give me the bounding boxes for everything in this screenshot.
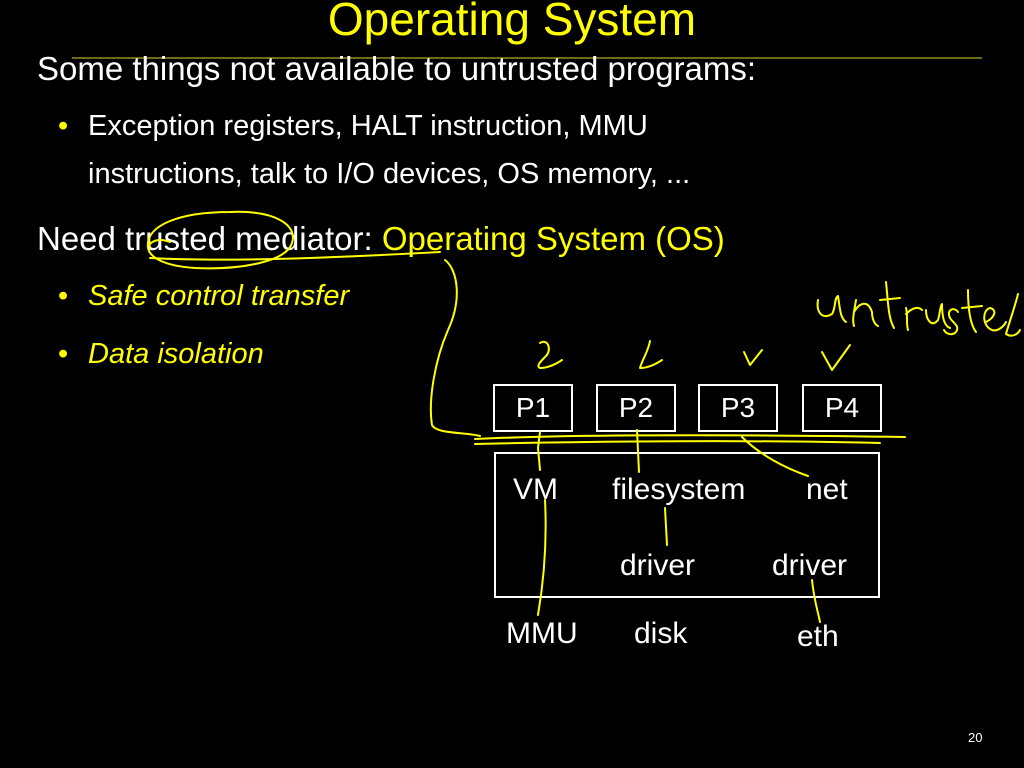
ink-check-p1 xyxy=(537,340,563,369)
ink-check-p3 xyxy=(743,349,763,366)
os-component-net-driver: driver xyxy=(772,549,848,582)
hardware-disk: disk xyxy=(634,617,688,650)
bullet-1-line-2: instructions, talk to I/O devices, OS me… xyxy=(88,158,691,190)
ink-line-p3-net xyxy=(741,436,809,477)
ink-trust-boundary-2 xyxy=(474,440,881,445)
bullet-1-marker: • xyxy=(58,110,69,142)
bullet-3-text: Data isolation xyxy=(88,338,264,370)
ink-line-fs-driver xyxy=(664,507,668,546)
bullet-2-marker: • xyxy=(58,280,69,312)
ink-check-p4 xyxy=(821,344,851,371)
os-kernel-box xyxy=(494,452,880,598)
process-box-p3: P3 xyxy=(698,384,778,432)
bullet-3-marker: • xyxy=(58,338,69,370)
os-component-disk-driver: driver xyxy=(620,549,696,582)
os-component-vm: VM xyxy=(513,473,558,506)
process-box-p2: P2 xyxy=(596,384,676,432)
os-component-net: net xyxy=(806,473,848,506)
ink-trust-boundary xyxy=(474,434,906,440)
ink-line-p1-vm xyxy=(537,431,541,471)
ink-check-p2 xyxy=(639,340,663,369)
ink-line-vm-mmu xyxy=(537,499,547,616)
bullet-1-line-1: Exception registers, HALT instruction, M… xyxy=(88,110,648,142)
intro-line: Some things not available to untrusted p… xyxy=(37,50,757,87)
mediator-prefix: Need trusted mediator: xyxy=(37,220,382,257)
hardware-mmu: MMU xyxy=(506,617,578,650)
os-highlight: Operating System (OS) xyxy=(381,220,725,257)
slide-title: Operating System xyxy=(327,0,697,45)
process-box-p1: P1 xyxy=(493,384,573,432)
mediator-line: Need trusted mediator: Operating System … xyxy=(37,220,725,258)
ink-underline-mediator xyxy=(149,251,441,261)
ink-connector-line xyxy=(429,259,481,437)
ink-line-driver-eth xyxy=(811,579,821,623)
process-box-p4: P4 xyxy=(802,384,882,432)
ink-circle-trusted xyxy=(146,210,294,270)
ink-line-p2-fs xyxy=(636,429,640,473)
title-divider xyxy=(72,57,982,59)
ink-word-untrusted xyxy=(816,281,1021,337)
hardware-eth: eth xyxy=(797,620,839,653)
os-component-filesystem: filesystem xyxy=(612,473,746,506)
page-number: 20 xyxy=(968,730,983,745)
bullet-2-text: Safe control transfer xyxy=(88,280,350,312)
